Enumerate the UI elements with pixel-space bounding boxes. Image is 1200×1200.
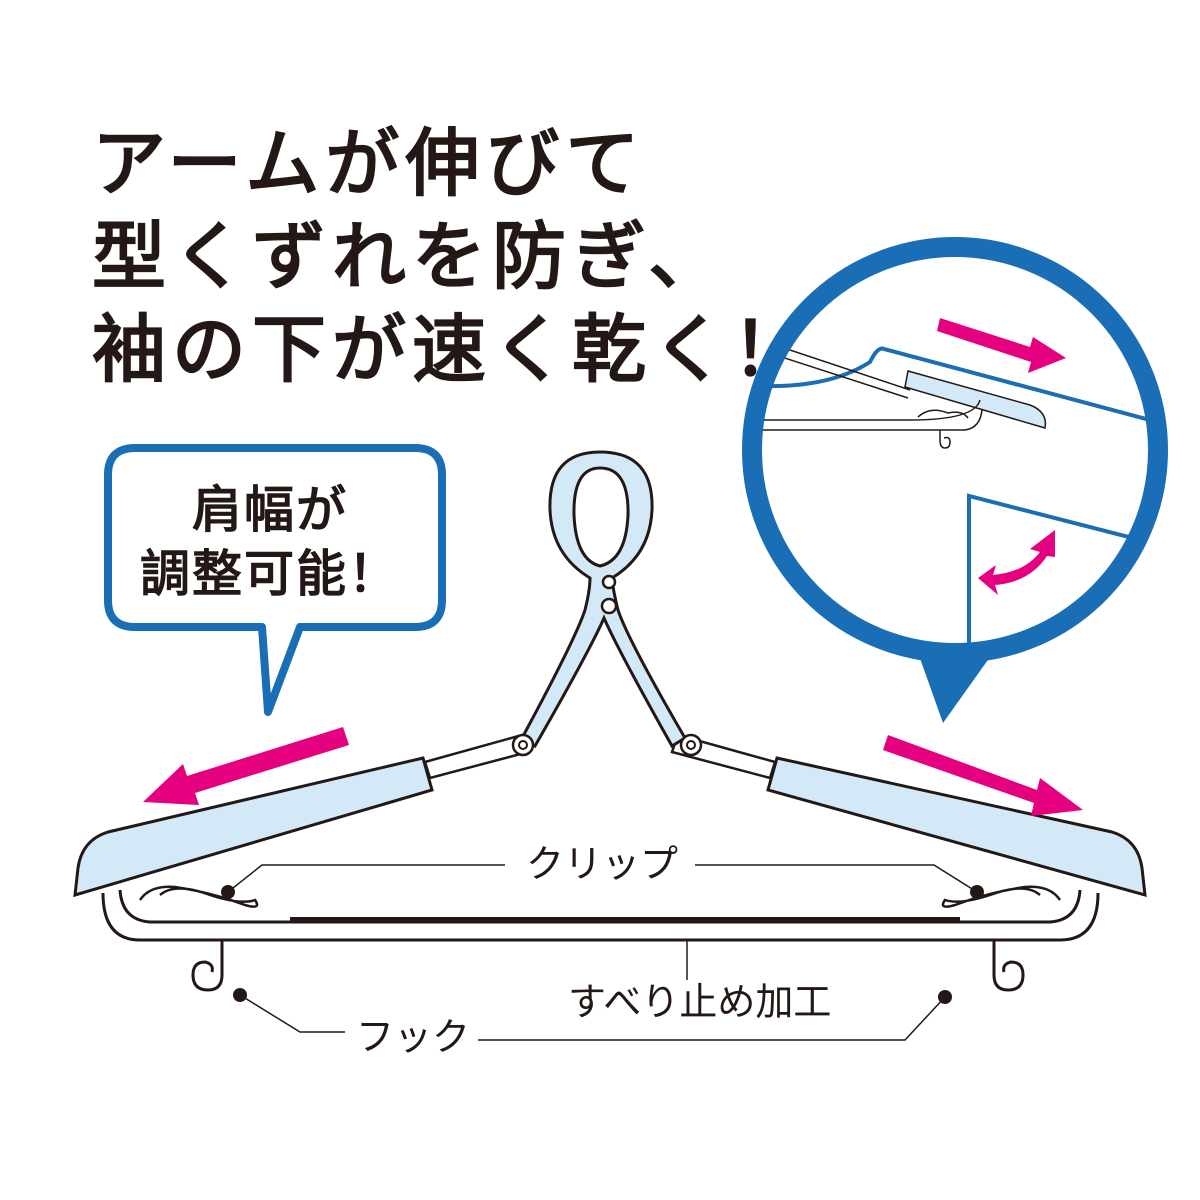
headline: アームが伸びて 型くずれを防ぎ、 袖の下が速く乾く！ (92, 118, 812, 397)
speech-bubble-text: 肩幅が 調整可能！ (112, 478, 428, 606)
bubble-line-2: 調整可能！ (140, 545, 400, 603)
headline-line-1: アームが伸びて (92, 121, 646, 207)
bubble-line-1: 肩幅が (192, 481, 348, 539)
zoom-extend-arrow-icon (937, 318, 1066, 373)
left-arrow-icon (143, 727, 349, 805)
speech-bubble (104, 444, 446, 716)
hanger (73, 450, 1147, 992)
zoom-curved-arrow-icon (978, 530, 1055, 595)
non-slip-label: すべり止め加工 (560, 980, 840, 1024)
leader-dots (221, 885, 984, 1004)
hook-label: フック (348, 1015, 479, 1059)
right-arrow-icon (883, 735, 1083, 816)
leader-lines (227, 864, 978, 1041)
zoom-detail-circle (742, 237, 1168, 723)
headline-line-2: 型くずれを防ぎ、 (92, 214, 729, 300)
clip-label: クリップ (518, 842, 687, 886)
headline-line-3: 袖の下が速く乾く！ (92, 307, 812, 393)
